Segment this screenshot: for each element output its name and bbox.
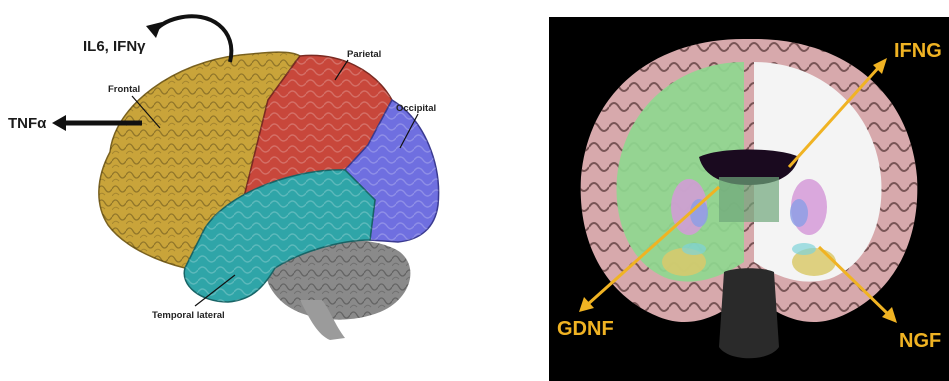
brainstem — [719, 268, 779, 358]
occipital-label: Occipital — [396, 103, 436, 114]
coronal-slice-svg: IFNG GDNF NGF — [549, 17, 949, 381]
frontal-label: Frontal — [108, 84, 140, 95]
ngf-label: NGF — [899, 330, 941, 352]
parietal-label: Parietal — [347, 49, 381, 60]
brain-lobes-illustration: Frontal Parietal Occipital Temporal late… — [0, 0, 540, 381]
ifng-label: IFNG — [894, 40, 942, 62]
curved-arrow-icon — [146, 16, 231, 62]
brain-lobes-svg: Frontal Parietal Occipital Temporal late… — [0, 0, 540, 381]
il6-ifng-label: IL6, IFNγ — [83, 38, 146, 55]
temporal-label: Temporal lateral — [152, 310, 225, 321]
tnfa-label: TNFα — [8, 115, 47, 132]
coronal-slice-image: IFNG GDNF NGF — [549, 17, 949, 381]
thalamus — [719, 177, 779, 222]
gdnf-label: GDNF — [557, 318, 614, 340]
